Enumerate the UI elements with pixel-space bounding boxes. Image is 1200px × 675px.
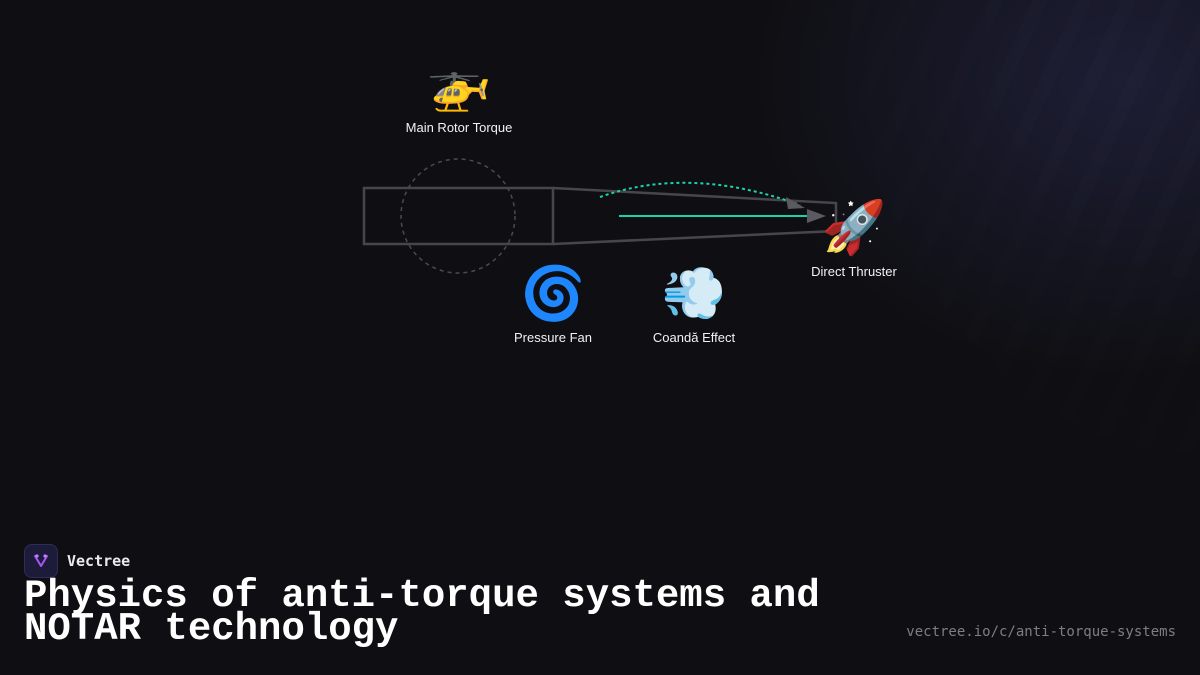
airflow-arrow-head (807, 209, 826, 223)
coanda-arrow-head (786, 197, 805, 209)
main-rotor-node: 🚁 Main Rotor Torque (369, 54, 549, 135)
rotor-disc-circle (400, 158, 516, 274)
main-rotor-label: Main Rotor Torque (405, 120, 513, 135)
brand: Vectree (24, 544, 130, 578)
coanda-label: Coandă Effect (652, 330, 736, 345)
pressure-fan-node: 🌀 Pressure Fan (463, 264, 643, 345)
rocket-icon: 🚀 (821, 198, 887, 258)
coanda-node: 💨 Coandă Effect (604, 264, 784, 345)
helicopter-icon: 🚁 (426, 54, 492, 114)
dash-wind-icon: 💨 (661, 264, 727, 324)
cyclone-icon: 🌀 (520, 264, 586, 324)
source-url: vectree.io/c/anti-torque-systems (906, 624, 1176, 640)
tail-boom-outline (552, 186, 838, 246)
pressure-fan-label: Pressure Fan (513, 330, 593, 345)
fuselage-outline (362, 186, 555, 246)
thruster-label: Direct Thruster (811, 264, 897, 279)
page-title: Physics of anti-torque systems and NOTAR… (24, 574, 820, 651)
vectree-logo-icon (24, 544, 58, 578)
thruster-node: 🚀 Direct Thruster (764, 198, 944, 279)
brand-name: Vectree (67, 552, 131, 570)
coanda-airflow-curve (599, 181, 801, 206)
